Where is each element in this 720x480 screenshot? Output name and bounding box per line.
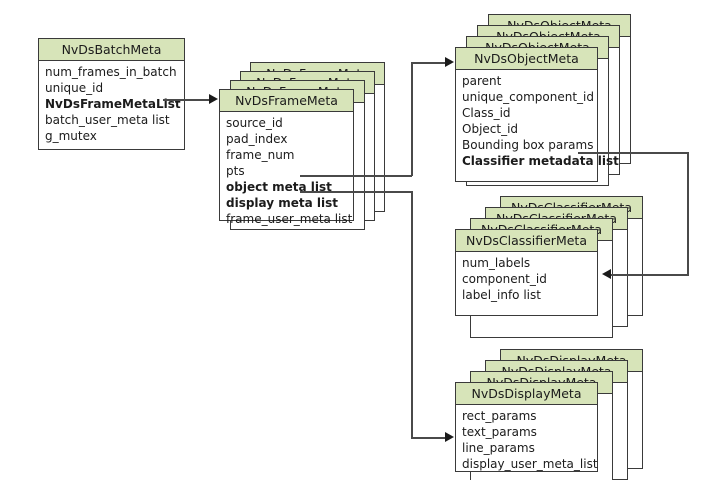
- connector-object-meta-h2: [411, 62, 446, 64]
- class-attributes-object-meta: parent unique_component_id Class_id Obje…: [456, 70, 619, 169]
- attribute-row: Bounding box params: [462, 138, 594, 152]
- connector-classifier-h1: [578, 152, 688, 154]
- class-attributes-display-meta: rect_params text_params line_params disp…: [456, 405, 598, 472]
- attribute-row: frame_num: [226, 148, 295, 162]
- class-title-display-meta: NvDsDisplayMeta: [456, 383, 597, 405]
- attribute-row: num_labels: [462, 256, 531, 270]
- attribute-row: display_user_meta_list: [462, 457, 598, 471]
- attribute-row: component_id: [462, 272, 547, 286]
- connector-display-meta-h2: [411, 437, 446, 439]
- connector-classifier-h2: [611, 274, 688, 276]
- connector-object-meta-h1: [300, 175, 412, 177]
- connector-object-meta-v: [411, 62, 413, 176]
- arrowhead-object-meta: [445, 57, 454, 67]
- attribute-row: rect_params: [462, 409, 537, 423]
- arrowhead-display-meta: [445, 432, 454, 442]
- arrowhead-classifier-meta: [602, 269, 611, 279]
- class-title-batch-meta: NvDsBatchMeta: [39, 39, 184, 61]
- attribute-row: line_params: [462, 441, 535, 455]
- attribute-row: Object_id: [462, 122, 519, 136]
- attribute-row: num_frames_in_batch: [45, 65, 177, 79]
- attribute-row: pts: [226, 164, 245, 178]
- attribute-row: unique_component_id: [462, 90, 594, 104]
- class-box-batch-meta[interactable]: NvDsBatchMeta num_frames_in_batch unique…: [38, 38, 185, 150]
- class-title-frame-meta: NvDsFrameMeta: [220, 90, 353, 112]
- attribute-row: frame_user_meta list: [226, 212, 353, 226]
- attribute-row: parent: [462, 74, 502, 88]
- connector-classifier-v: [687, 152, 689, 276]
- attribute-row: label_info list: [462, 288, 541, 302]
- attribute-row: Class_id: [462, 106, 511, 120]
- attribute-row: g_mutex: [45, 129, 97, 143]
- class-box-display-meta[interactable]: NvDsDisplayMeta rect_params text_params …: [455, 382, 598, 472]
- class-box-frame-meta[interactable]: NvDsFrameMeta source_id pad_index frame_…: [219, 89, 354, 226]
- attribute-row: pad_index: [226, 132, 288, 146]
- attribute-row: text_params: [462, 425, 537, 439]
- attribute-row: unique_id: [45, 81, 104, 95]
- attribute-row-frame-meta-list: NvDsFrameMetaList: [45, 97, 181, 111]
- attribute-row-display-meta-list: display meta list: [226, 196, 339, 210]
- arrowhead-frame-meta: [209, 94, 218, 104]
- connector-batch-to-frame-h: [163, 99, 210, 101]
- connector-display-meta-v: [411, 191, 413, 439]
- attribute-row: source_id: [226, 116, 283, 130]
- class-box-object-meta[interactable]: NvDsObjectMeta parent unique_component_i…: [455, 47, 619, 182]
- attribute-row-object-meta-list: object meta list: [226, 180, 332, 194]
- class-title-object-meta: NvDsObjectMeta: [456, 48, 597, 70]
- class-box-classifier-meta[interactable]: NvDsClassifierMeta num_labels component_…: [455, 229, 598, 316]
- class-attributes-frame-meta: source_id pad_index frame_num pts object…: [220, 112, 353, 227]
- attribute-row: batch_user_meta list: [45, 113, 170, 127]
- class-title-classifier-meta: NvDsClassifierMeta: [456, 230, 597, 252]
- class-attributes-batch-meta: num_frames_in_batch unique_id NvDsFrameM…: [39, 61, 184, 144]
- connector-display-meta-h1: [300, 191, 412, 193]
- attribute-row-classifier-metadata-list: Classifier metadata list: [462, 154, 619, 168]
- class-attributes-classifier-meta: num_labels component_id label_info list: [456, 252, 597, 303]
